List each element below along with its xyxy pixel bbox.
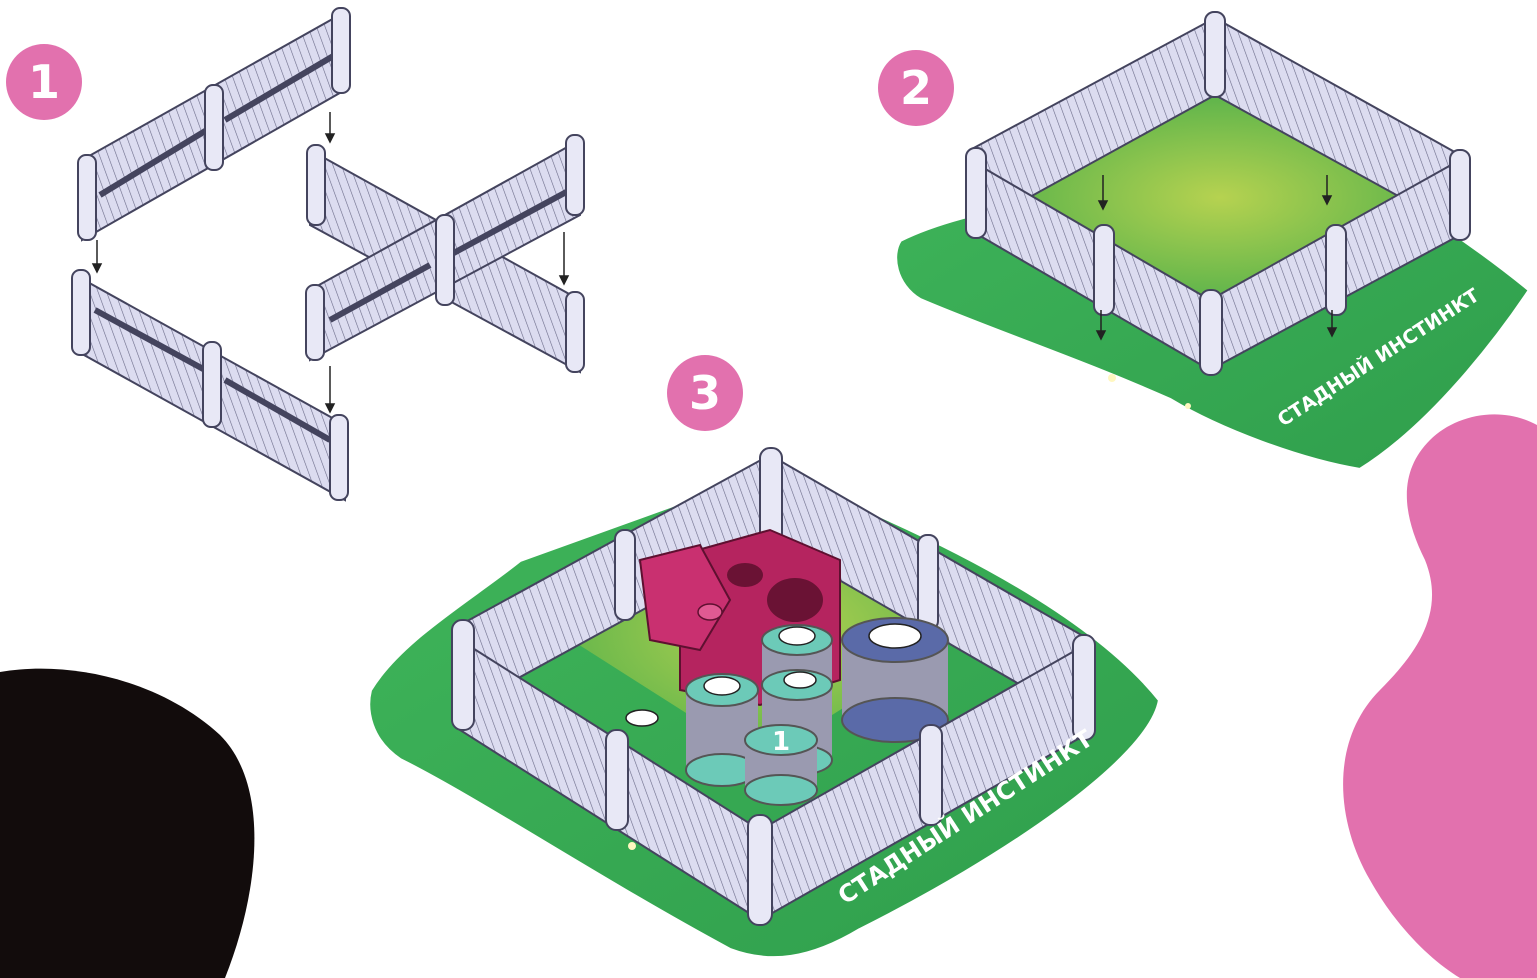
token-value-label: 1 (772, 727, 790, 757)
token-stack-one: 1 (745, 725, 817, 805)
